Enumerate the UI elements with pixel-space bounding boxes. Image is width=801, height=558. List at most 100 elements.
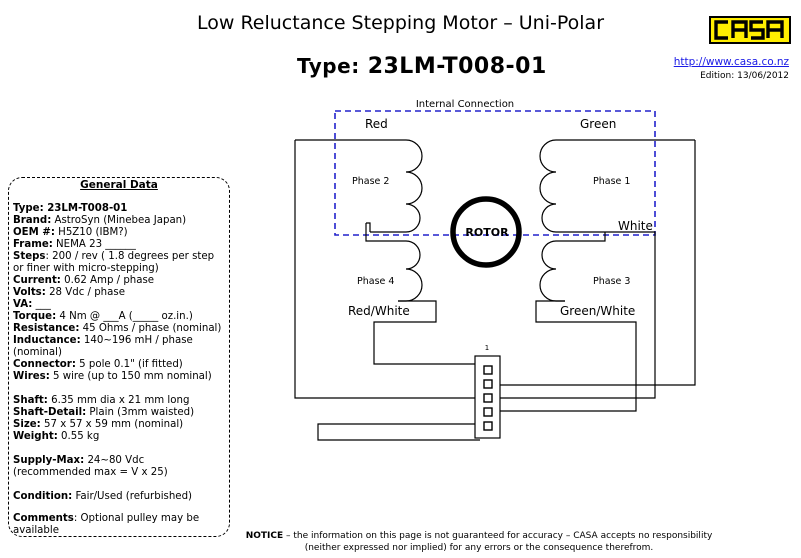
spec-item: Brand: AstroSyn (Minebea Japan) bbox=[13, 215, 225, 227]
rotor-circle bbox=[450, 196, 522, 268]
spec-label: Volts: bbox=[13, 287, 46, 298]
spec-item: Volts: 28 Vdc / phase bbox=[13, 287, 225, 299]
spec-item: Supply-Max: 24~80 Vdc (recommended max =… bbox=[13, 455, 225, 480]
spec-label: Steps bbox=[13, 251, 46, 262]
spec-item: Shaft: 6.35 mm dia x 21 mm long bbox=[13, 395, 225, 407]
spec-item: Current: 0.62 Amp / phase bbox=[13, 275, 225, 287]
type-value: 23LM-T008-01 bbox=[367, 54, 547, 79]
red-white-wire bbox=[373, 300, 480, 365]
spec-label: Shaft: bbox=[13, 395, 48, 406]
spec-item: Wires: 5 wire (up to 150 mm nominal) bbox=[13, 371, 225, 383]
page-title: Low Reluctance Stepping Motor – Uni-Pola… bbox=[196, 12, 604, 34]
spec-value: AstroSyn (Minebea Japan) bbox=[51, 215, 187, 226]
spec-label: Size: bbox=[13, 419, 41, 430]
green-white-wire-label: Green/White bbox=[560, 304, 635, 318]
spec-item: Weight: 0.55 kg bbox=[13, 431, 225, 443]
white-common-wire bbox=[497, 231, 656, 399]
phase-1-coil bbox=[539, 139, 695, 233]
spec-label: Resistance: bbox=[13, 323, 80, 334]
spec-value: 6.35 mm dia x 21 mm long bbox=[47, 395, 190, 406]
phase-2-coil bbox=[295, 139, 423, 233]
connector: 1 bbox=[474, 344, 501, 439]
red-white-wire-label: Red/White bbox=[348, 304, 410, 318]
spec-label: Brand: bbox=[13, 215, 52, 226]
spec-item: Frame: NEMA 23 ______ bbox=[13, 239, 225, 251]
spec-value: 4 Nm @ ___A (_____ oz.in.) bbox=[56, 311, 193, 322]
spec-item: Connector: 5 pole 0.1" (if fitted) bbox=[13, 359, 225, 371]
spec-label: Frame: bbox=[13, 239, 53, 250]
spec-label: VA: bbox=[13, 299, 33, 310]
spec-value: 28 Vdc / phase bbox=[45, 287, 125, 298]
connector-pin bbox=[483, 379, 493, 389]
motor-type: Type: 23LM-T008-01 bbox=[297, 54, 547, 79]
spec-label: Weight: bbox=[13, 431, 58, 442]
phase-2-label: Phase 2 bbox=[352, 176, 389, 187]
spec-label: Wires: bbox=[13, 371, 50, 382]
spec-value: 5 wire (up to 150 mm nominal) bbox=[49, 371, 212, 382]
notice-label: NOTICE bbox=[245, 531, 284, 541]
spec-item: Torque: 4 Nm @ ___A (_____ oz.in.) bbox=[13, 311, 225, 323]
spec-item: Condition: Fair/Used (refurbished) bbox=[13, 491, 225, 503]
phase-3-coil bbox=[539, 232, 606, 302]
red-wire bbox=[294, 140, 480, 399]
spec-item: Resistance: 45 Ohms / phase (nominal) bbox=[13, 323, 225, 335]
spec-label: Torque: bbox=[13, 311, 57, 322]
green-white-wire bbox=[497, 300, 637, 412]
spec-value: 0.62 Amp / phase bbox=[60, 275, 155, 286]
connector-pin bbox=[483, 421, 493, 431]
spec-item: VA: ___ bbox=[13, 299, 225, 311]
spec-label: Connector: bbox=[13, 359, 76, 370]
spec-label: Condition: bbox=[13, 491, 73, 502]
spec-item: Comments: Optional pulley may be availab… bbox=[13, 513, 225, 538]
connector-pin-1-label: 1 bbox=[485, 344, 489, 352]
general-data-title: General Data bbox=[80, 179, 158, 191]
phase-4-coil bbox=[365, 223, 423, 302]
spec-item: OEM #: H5Z10 (IBM?) bbox=[13, 227, 225, 239]
phase-4-label: Phase 4 bbox=[357, 276, 394, 287]
type-label: Type: bbox=[297, 54, 360, 78]
pin-5-lead bbox=[317, 423, 480, 441]
spec-item: Steps: 200 / rev ( 1.8 degrees per step … bbox=[13, 251, 225, 276]
spec-value: ___ bbox=[32, 299, 51, 310]
casa-logo-mark bbox=[714, 20, 784, 40]
spec-value: : 200 / rev ( 1.8 degrees per step or fi… bbox=[13, 251, 215, 275]
spec-value: : Optional pulley may be available bbox=[13, 513, 200, 537]
spec-item: Shaft-Detail: Plain (3mm waisted) bbox=[13, 407, 225, 419]
spec-value: Fair/Used (refurbished) bbox=[72, 491, 193, 502]
spec-label: Shaft-Detail: bbox=[13, 407, 87, 418]
spec-value: NEMA 23 ______ bbox=[52, 239, 136, 250]
spec-value: 140~196 mH / phase (nominal) bbox=[13, 335, 193, 359]
spec-item: Type: 23LM-T008-01 bbox=[13, 203, 225, 215]
edition-date: Edition: 13/06/2012 bbox=[700, 71, 789, 81]
rotor-label: ROTOR bbox=[465, 226, 509, 239]
connector-pin bbox=[483, 393, 493, 403]
spec-value: Plain (3mm waisted) bbox=[86, 407, 195, 418]
spec-value: 24~80 Vdc (recommended max = V x 25) bbox=[13, 455, 168, 479]
notice-text: – the information on this page is not gu… bbox=[283, 531, 713, 553]
spec-value: 45 Ohms / phase (nominal) bbox=[79, 323, 222, 334]
spec-value: 57 x 57 x 59 mm (nominal) bbox=[40, 419, 184, 430]
connector-pin bbox=[483, 407, 493, 417]
general-data-box bbox=[8, 177, 230, 537]
spec-label: Comments bbox=[13, 513, 74, 524]
internal-connection-box bbox=[334, 110, 656, 236]
green-wire bbox=[497, 140, 696, 386]
spec-label: OEM #: bbox=[13, 227, 55, 238]
spec-label: Current: bbox=[13, 275, 61, 286]
spec-item: Size: 57 x 57 x 59 mm (nominal) bbox=[13, 419, 225, 431]
green-wire-label: Green bbox=[580, 117, 616, 131]
connector-pin bbox=[483, 365, 493, 375]
winding-wires bbox=[294, 139, 696, 441]
spec-value: 0.55 kg bbox=[57, 431, 100, 442]
casa-logo bbox=[709, 16, 791, 44]
spec-label: Type: 23LM-T008-01 bbox=[13, 203, 128, 214]
spec-value: 5 pole 0.1" (if fitted) bbox=[75, 359, 183, 370]
spec-value: H5Z10 (IBM?) bbox=[54, 227, 128, 238]
internal-connection-label: Internal Connection bbox=[416, 99, 514, 110]
website-link[interactable]: http://www.casa.co.nz bbox=[673, 56, 789, 68]
red-wire-label: Red bbox=[365, 117, 388, 131]
spec-label: Inductance: bbox=[13, 335, 81, 346]
phase-1-label: Phase 1 bbox=[593, 176, 630, 187]
phase-3-label: Phase 3 bbox=[593, 276, 630, 287]
